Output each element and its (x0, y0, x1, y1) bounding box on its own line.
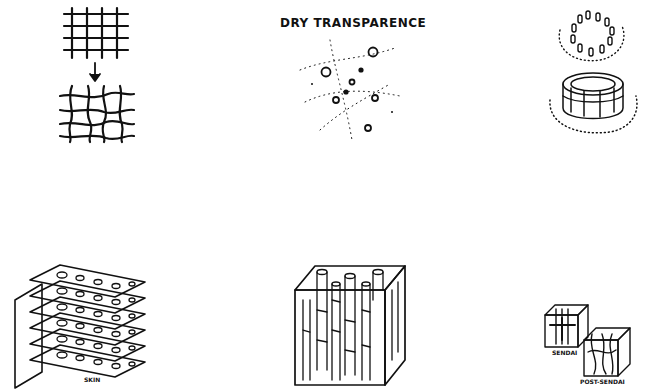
down-arrow (90, 63, 100, 81)
part-label: POST-SENDAI (580, 378, 625, 385)
post-sendai-cube (584, 328, 630, 376)
regular-grid (64, 8, 128, 58)
distorted-grid (60, 86, 134, 142)
title-label: DRY TRANSPARENCE (280, 16, 426, 30)
tube-cube (295, 266, 405, 385)
dry-transparence-sketch (300, 40, 400, 140)
tube-ring (550, 73, 637, 133)
tube-spiral (559, 11, 624, 61)
part-label: SKIN (84, 376, 100, 383)
part-label: SENDAI (552, 349, 577, 356)
stacked-slabs (15, 265, 145, 388)
sendai-cube (545, 305, 588, 347)
